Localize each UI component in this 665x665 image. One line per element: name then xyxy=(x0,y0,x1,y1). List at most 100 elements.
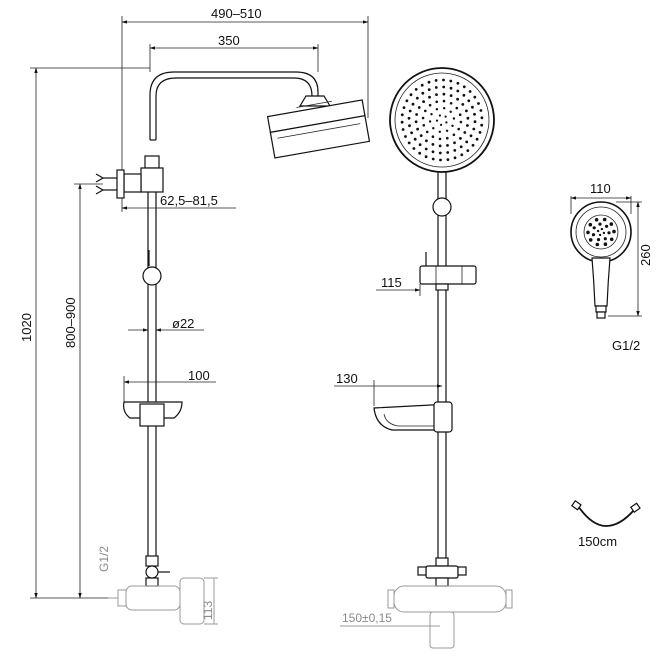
nozzle-dot xyxy=(424,155,428,159)
nozzle-dot xyxy=(435,93,438,96)
nozzle-dot xyxy=(422,100,425,103)
nozzle-dot xyxy=(480,123,484,127)
nozzle-dot xyxy=(592,226,596,230)
nozzle-dot xyxy=(446,136,449,140)
nozzle-dot xyxy=(405,99,409,103)
nozzle-dot xyxy=(446,158,450,162)
nozzle-dot xyxy=(415,113,418,116)
nozzle-dot xyxy=(431,135,435,138)
dim-pipe-diameter: ø22 xyxy=(172,316,194,331)
nozzle-dot xyxy=(427,80,431,84)
nozzle-dot xyxy=(407,116,411,120)
nozzle-dot xyxy=(463,131,467,134)
nozzle-dot xyxy=(609,237,614,242)
nozzle-dot xyxy=(459,137,462,140)
nozzle-dot xyxy=(473,120,477,124)
dim-wall-offset: 62,5–81,5 xyxy=(160,193,218,208)
nozzle-dot xyxy=(477,102,480,105)
nozzle-dot xyxy=(602,217,607,222)
nozzle-dot xyxy=(420,83,424,87)
nozzle-dot xyxy=(456,81,460,85)
nozzle-dot xyxy=(465,140,469,144)
nozzle-dot xyxy=(422,124,426,127)
nozzle-dot xyxy=(442,78,445,82)
nozzle-dot xyxy=(407,141,411,145)
front-view-dimensions: 115 130 150±0,15 xyxy=(334,275,446,627)
nozzle-dot xyxy=(416,127,419,131)
nozzle-dot xyxy=(456,97,459,101)
nozzle-dot xyxy=(410,131,413,135)
dim-total-height: 1020 xyxy=(19,313,34,342)
nozzle-dot xyxy=(414,120,418,124)
tray-side xyxy=(123,401,183,427)
nozzle-dot xyxy=(444,115,447,118)
nozzle-dot xyxy=(609,222,614,226)
nozzle-dot xyxy=(445,129,449,132)
nozzle-dot xyxy=(434,86,438,89)
rain-shower-head-side xyxy=(266,99,371,159)
nozzle-dot xyxy=(469,134,473,138)
wall-bracket xyxy=(95,167,164,199)
nozzle-dot xyxy=(427,88,431,91)
nozzle-dot xyxy=(440,123,443,126)
nozzle-dot xyxy=(421,116,425,120)
nozzle-dot xyxy=(449,94,453,97)
nozzle-dot xyxy=(452,133,456,137)
nozzle-dot xyxy=(603,237,607,241)
nozzle-dot xyxy=(412,147,416,150)
nozzle-dot xyxy=(466,124,469,127)
nozzle-dot xyxy=(413,137,417,141)
nozzle-dot xyxy=(438,114,441,117)
nozzle-dot xyxy=(434,79,438,82)
nozzle-dot xyxy=(435,119,439,122)
nozzle-dot xyxy=(435,108,439,111)
nozzle-dot xyxy=(602,231,606,235)
nozzle-dot xyxy=(438,130,441,133)
diverter-valve-side xyxy=(145,555,170,587)
nozzle-dot xyxy=(453,141,456,145)
shower-hose: 150cm xyxy=(570,499,641,549)
nozzle-dot xyxy=(421,91,425,95)
dim-handshower-length: 260 xyxy=(638,244,653,266)
nozzle-dot xyxy=(457,127,461,131)
nozzle-dot xyxy=(419,134,423,138)
nozzle-dot xyxy=(596,229,600,233)
nozzle-dot xyxy=(438,144,442,148)
nozzle-dot xyxy=(591,233,596,237)
nozzle-dot xyxy=(459,145,463,149)
nozzle-dot xyxy=(598,233,602,237)
nozzle-dot xyxy=(400,113,404,117)
nozzle-dot xyxy=(425,139,428,143)
nozzle-dot xyxy=(415,96,419,100)
nozzle-dot xyxy=(473,95,477,99)
nozzle-dot xyxy=(479,109,483,112)
nozzle-dot xyxy=(451,124,454,128)
nozzle-dot xyxy=(461,103,465,106)
nozzle-dot xyxy=(596,238,601,242)
nozzle-dot xyxy=(404,135,407,138)
nozzle-dot xyxy=(431,157,435,161)
slider-knob-side xyxy=(142,266,162,286)
nozzle-dot xyxy=(472,127,476,131)
nozzle-dot xyxy=(467,99,471,103)
nozzle-dot xyxy=(471,143,475,147)
dim-tray-front: 130 xyxy=(336,371,358,386)
rain-head-nozzles xyxy=(400,78,484,162)
overhead-arm xyxy=(149,71,319,140)
nozzle-dot xyxy=(430,113,433,116)
dim-holder-depth: 115 xyxy=(381,275,402,290)
rain-shower-head-front xyxy=(389,67,495,173)
nozzle-dot xyxy=(439,158,442,162)
nozzle-dot xyxy=(431,150,435,154)
dim-arm-length: 350 xyxy=(218,33,240,48)
nozzle-dot xyxy=(466,149,470,153)
mixer-valve-front xyxy=(387,585,513,649)
nozzle-dot xyxy=(603,242,608,246)
dim-inlet-spacing: 150±0,15 xyxy=(342,611,392,625)
slider-knob-front xyxy=(432,197,452,217)
nozzle-dot xyxy=(442,92,446,96)
nozzle-dot xyxy=(418,151,422,155)
nozzle-dot xyxy=(401,128,405,131)
diverter-valve-front xyxy=(417,557,467,587)
